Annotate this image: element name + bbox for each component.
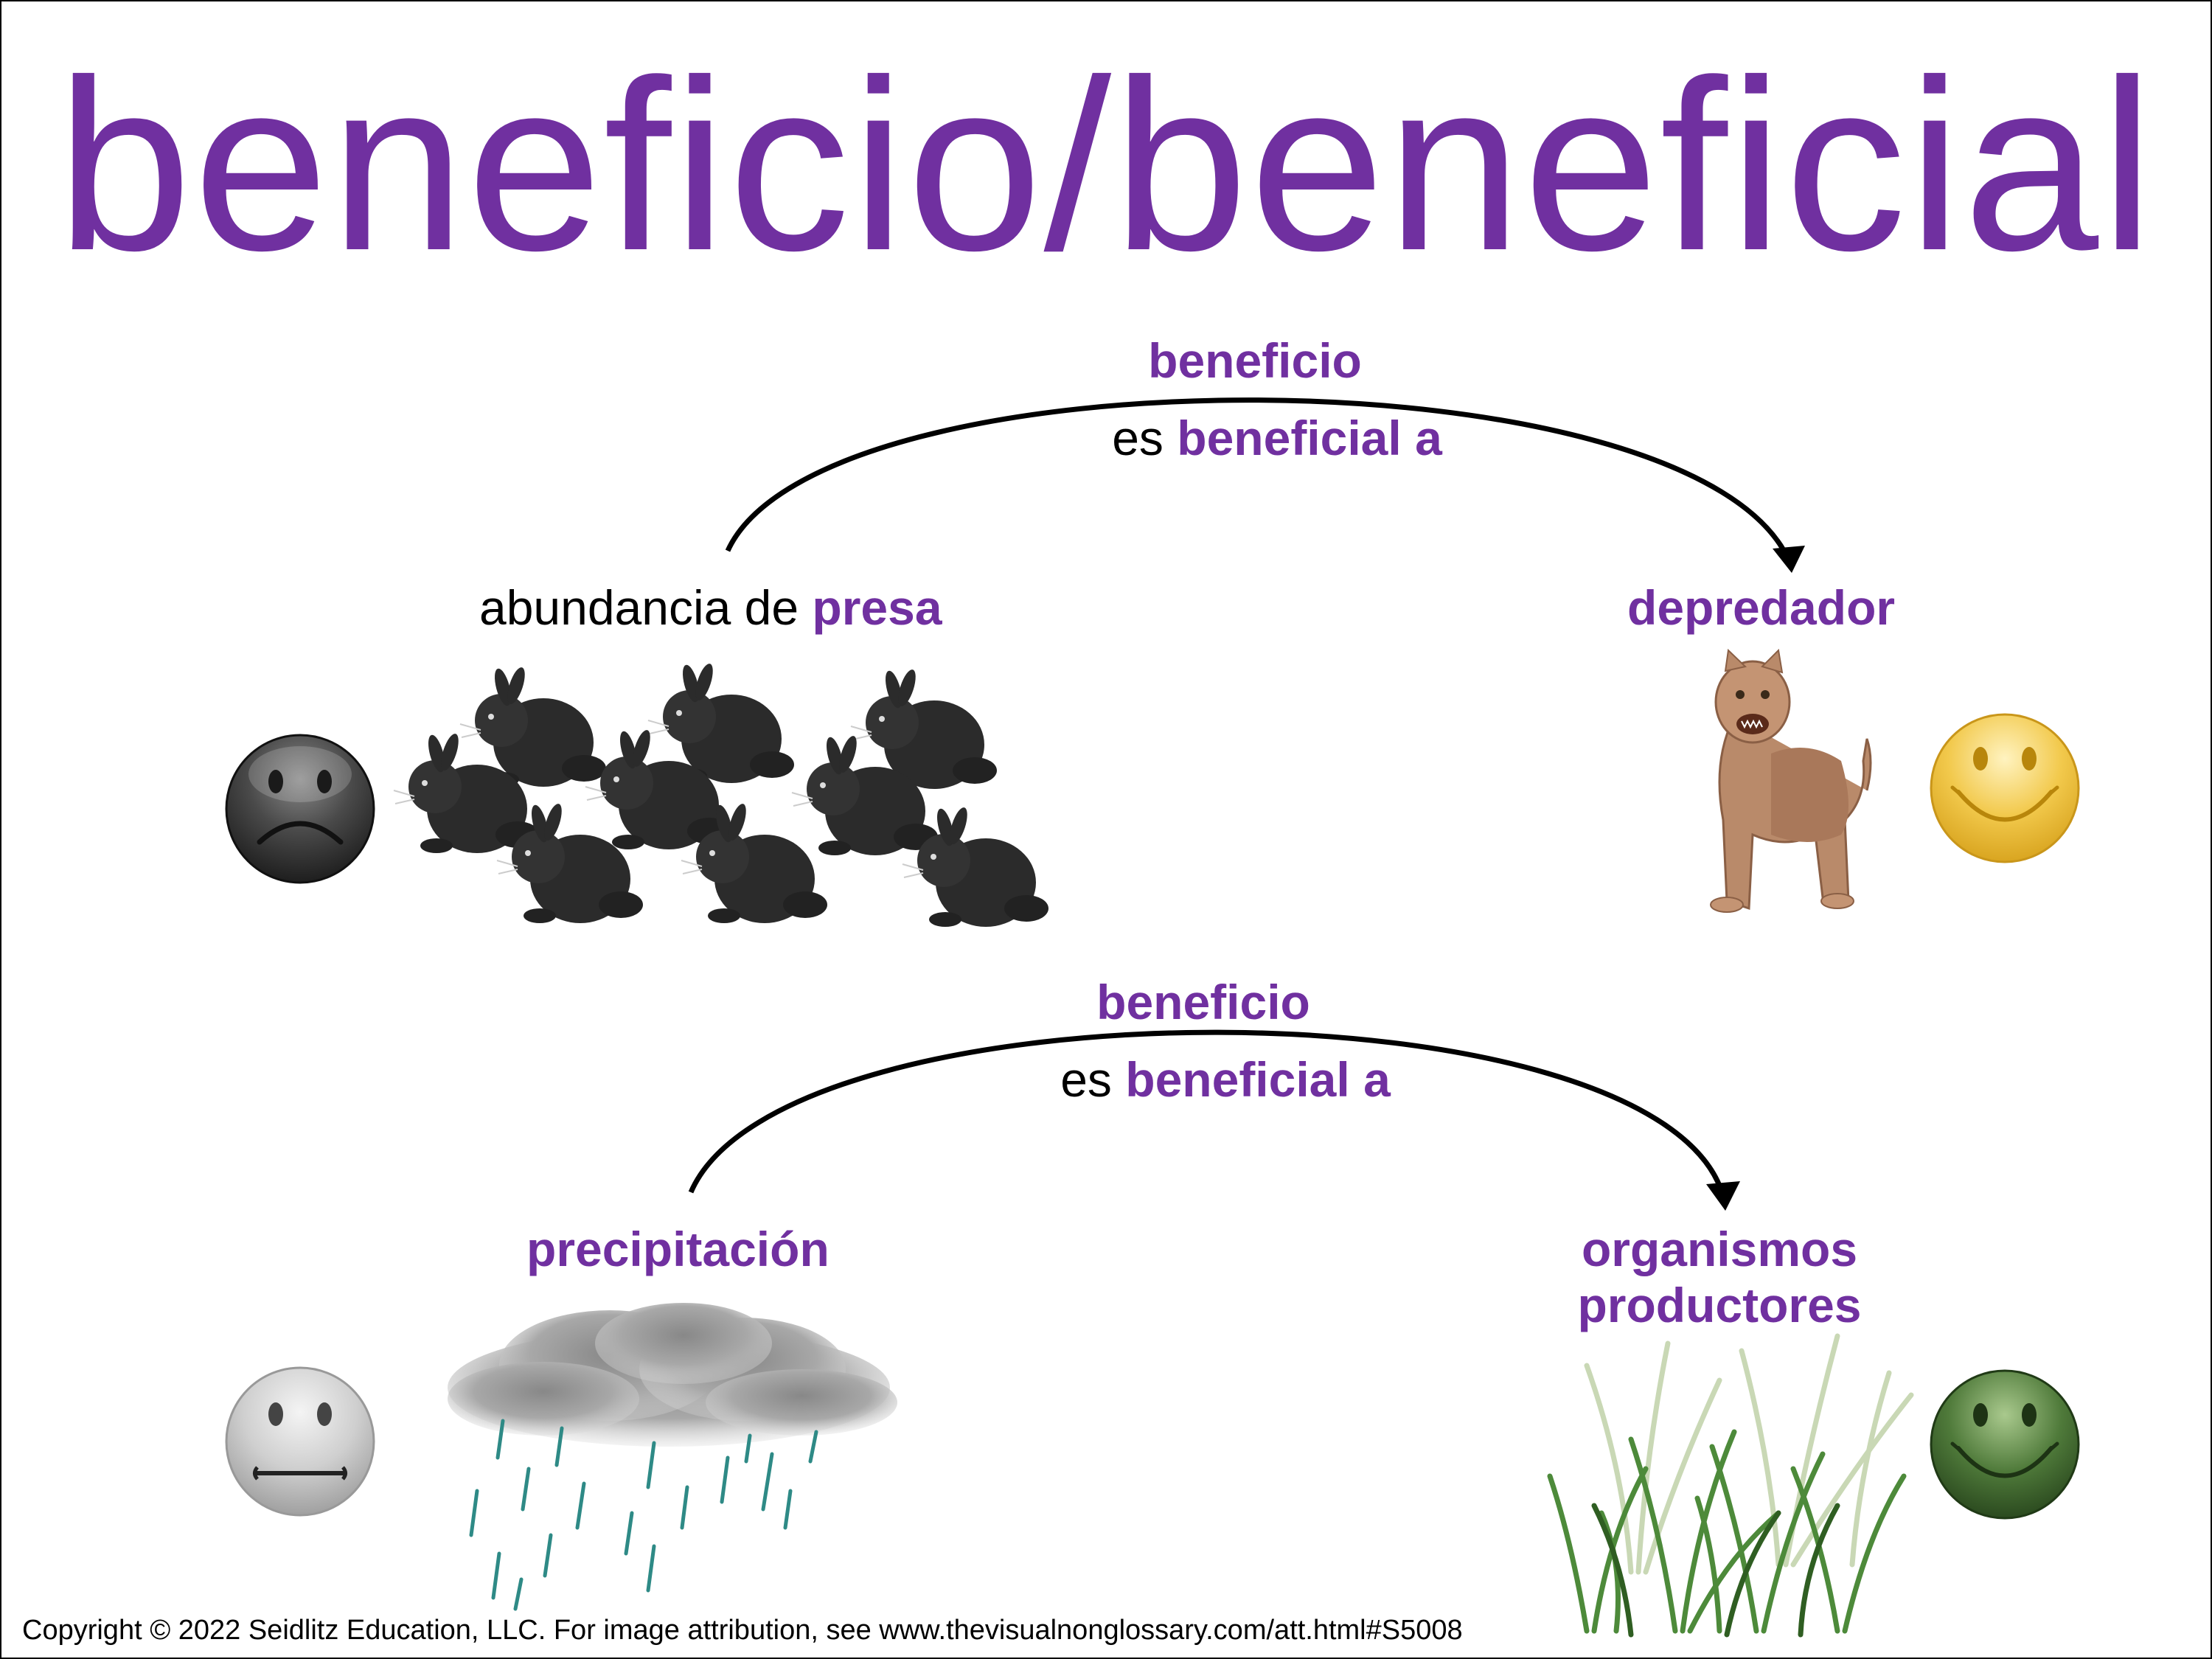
rain-cloud-image xyxy=(448,1303,897,1611)
relation-1-source-label: abundancia de presa xyxy=(479,580,942,636)
relation-1-verb-emphasis: beneficial a xyxy=(1177,411,1442,465)
source-plain: abundancia de xyxy=(479,580,799,635)
relation-1-noun: beneficio xyxy=(1148,333,1362,388)
source-emphasis: presa xyxy=(812,580,942,635)
relation-2-noun: beneficio xyxy=(1096,975,1310,1029)
happy-face-icon xyxy=(1930,1369,2080,1520)
relation-2-source-label: precipitación xyxy=(526,1222,830,1276)
copyright: Copyright © 2022 Seidlitz Education, LLC… xyxy=(22,1615,1463,1646)
relation-2-verb-emphasis: beneficial a xyxy=(1125,1052,1391,1107)
relation-1-verb-prefix: es xyxy=(1112,411,1164,465)
relation-2-verb: es beneficial a xyxy=(967,1052,1484,1108)
target-line-1: organismos xyxy=(1581,1222,1858,1276)
page-title: beneficio/beneficial xyxy=(56,29,2156,301)
grass-image xyxy=(1547,1333,1914,1638)
relation-2-target-label: organismos productores xyxy=(1550,1222,1889,1334)
relation-2-verb-prefix: es xyxy=(1060,1052,1112,1107)
relation-1-target-label: depredador xyxy=(1627,580,1896,635)
cougar-image xyxy=(1710,648,1872,913)
neutral-face-icon xyxy=(225,1366,375,1517)
target-line-2: productores xyxy=(1577,1277,1862,1332)
relation-1-verb: es beneficial a xyxy=(1019,411,1535,467)
sad-face-icon xyxy=(225,734,375,884)
happy-face-icon xyxy=(1930,713,2080,863)
